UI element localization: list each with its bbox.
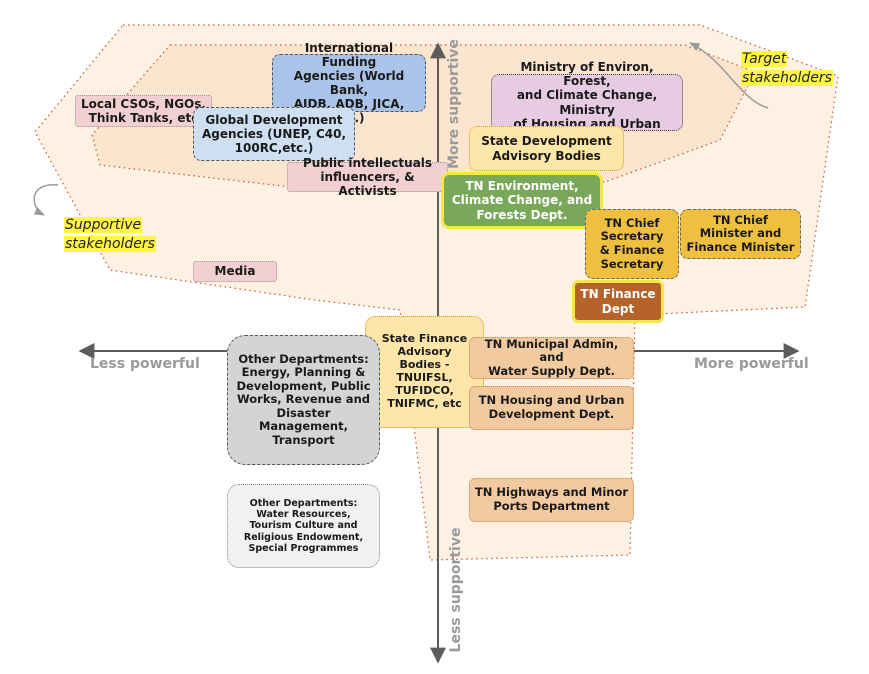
stakeholder-label-line: Other Departments:	[238, 351, 369, 366]
stakeholder-label-line: Local CSOs, NGOs,	[81, 96, 206, 111]
stakeholder-label-line: Dept	[601, 301, 635, 316]
stakeholder-label-line: Management,	[258, 419, 348, 434]
stakeholder-label-line: TNUIFSL,	[396, 371, 453, 384]
stakeholder-label: Other Departments:Water Resources,Touris…	[244, 498, 363, 554]
stakeholder-label-line: International Funding	[304, 40, 394, 69]
stakeholder-label-line: Water Supply Dept.	[488, 363, 615, 378]
stakeholder-label-line: TN Chief	[713, 212, 768, 227]
stakeholder-label-line: Ports Department	[493, 499, 610, 513]
supportive-callout-arrow	[33, 184, 59, 216]
more-supportive-label: More supportive	[446, 39, 462, 169]
stakeholder-label: Ministry of Environ, Forest,and Climate …	[496, 60, 678, 145]
stakeholder-label-line: TN Environment,	[465, 179, 579, 194]
target-callout-line2: stakeholders	[741, 69, 833, 86]
less-powerful-label: Less powerful	[90, 356, 200, 372]
stakeholder-label-line: Works, Revenue and	[236, 392, 370, 407]
stakeholder-label-line: 100RC,etc.)	[234, 141, 314, 156]
stakeholder-label-line: Global Development	[205, 112, 343, 127]
stakeholder-label-line: Public intellectuals	[302, 155, 433, 170]
stakeholder-label-line: Minister and	[699, 226, 782, 241]
stakeholder-label-line: TN Finance	[580, 287, 656, 302]
stakeholder-label-line: and Climate Change, Ministry	[516, 88, 658, 117]
stakeholder-label-line: Other Departments:	[249, 497, 358, 509]
stakeholder-label-line: Think Tanks, etc	[88, 111, 199, 125]
supportive-stakeholders-callout: Supportive stakeholders	[64, 216, 156, 254]
stakeholder-label-line: TN Municipal Admin, and	[484, 336, 619, 365]
stakeholder-label-line: & Finance	[599, 243, 665, 257]
stakeholder-label-line: Ministry of Environ, Forest,	[520, 60, 654, 89]
supportive-callout-line1: Supportive	[64, 217, 143, 233]
stakeholder-label-line: Climate Change, and	[451, 193, 593, 208]
stakeholder-media: Media	[193, 261, 277, 282]
stakeholder-local-csos: Local CSOs, NGOs,Think Tanks, etc	[75, 95, 212, 127]
stakeholder-label-line: Religious Endowment,	[243, 531, 364, 543]
target-callout-arrow	[689, 42, 769, 109]
stakeholder-label-line: Secretary	[600, 256, 664, 271]
stakeholder-label-line: Forests Dept.	[476, 207, 568, 222]
stakeholder-label-line: Special Programmes	[248, 542, 359, 554]
stakeholder-label-line: Media	[214, 264, 256, 279]
stakeholder-label-line: Water Resources,	[256, 509, 351, 521]
stakeholder-ministry-environ: Ministry of Environ, Forest,and Climate …	[491, 60, 683, 145]
stakeholder-label-line: influencers, & Activists	[320, 169, 415, 199]
less-supportive-label: Less supportive	[448, 527, 464, 653]
stakeholder-label-line: Development, Public	[236, 378, 371, 393]
target-stakeholders-callout: Target stakeholders	[741, 50, 833, 88]
stakeholder-label-line: Secretary	[600, 229, 664, 244]
stakeholder-label-line: Development Dept.	[488, 407, 615, 421]
more-powerful-label: More powerful	[694, 356, 809, 372]
stakeholder-label-line: Transport	[272, 432, 335, 447]
stakeholder-label-line: Agencies (UNEP, C40,	[201, 126, 347, 141]
stakeholder-label-line: State Development	[481, 134, 612, 149]
stakeholder-label-line: Disaster	[276, 405, 331, 420]
stakeholder-label-line: Advisory Bodies	[492, 148, 601, 163]
stakeholder-label-line: TNIFMC, etc	[387, 396, 462, 410]
target-callout-line1: Target	[741, 51, 788, 67]
stakeholder-label-line: TN Housing and Urban	[478, 393, 625, 408]
stakeholder-label-line: Tourism Culture and	[249, 520, 358, 532]
stakeholder-label-line: TN Highways and Minor	[474, 485, 629, 500]
stakeholder-label-line: State Finance	[381, 332, 468, 346]
stakeholder-label-line: TN Chief	[604, 215, 660, 230]
stakeholder-label: Local CSOs, NGOs,Think Tanks, etc	[81, 97, 206, 125]
stakeholder-label-line: Bodies -	[399, 358, 450, 372]
stakeholder-other-departments-1: Other Departments:Energy, Planning &Deve…	[227, 335, 380, 465]
stakeholder-label-line: Agencies (World Bank,	[293, 68, 405, 97]
stakeholder-other-departments-2: Other Departments:Water Resources,Touris…	[227, 484, 380, 568]
stakeholder-label-line: Finance Minister	[686, 239, 795, 254]
stakeholder-label-line: Energy, Planning &	[241, 365, 366, 380]
stakeholder-label: Media	[215, 264, 256, 278]
stakeholder-label-line: TUFIDCO,	[395, 383, 454, 397]
supportive-callout-line2: stakeholders	[64, 235, 156, 252]
stakeholder-label-line: Advisory	[397, 345, 452, 359]
stakeholder-label: Other Departments:Energy, Planning &Deve…	[236, 351, 371, 448]
